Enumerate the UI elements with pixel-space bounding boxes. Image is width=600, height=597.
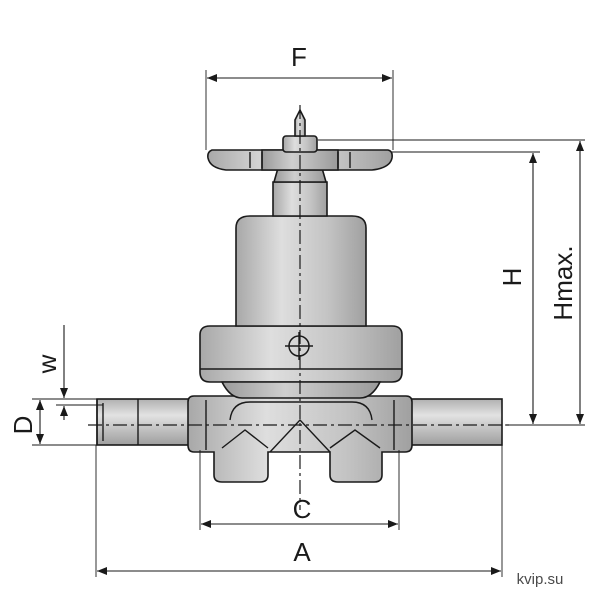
housing-chevrons: [221, 418, 381, 453]
pipe-left: [96, 398, 193, 446]
pipe-left-bevel: [96, 399, 139, 445]
label-c: C: [293, 494, 312, 524]
bonnet-upper: [235, 215, 367, 327]
bonnet-flange-neck: [220, 381, 382, 399]
dimension-h: H Hmax.: [318, 139, 585, 426]
dimension-f: F: [205, 42, 394, 150]
label-w: w: [32, 354, 62, 374]
label-h: H: [497, 268, 527, 287]
label-hmax: Hmax.: [548, 245, 578, 320]
bonnet-flange: [199, 325, 403, 383]
watermark-text: kvip.su: [517, 571, 564, 588]
label-f: F: [291, 42, 307, 72]
dimension-c: C: [199, 450, 400, 530]
handwheel-spokes: [249, 152, 351, 168]
dimension-w: w: [32, 325, 103, 420]
label-d: D: [8, 416, 38, 435]
valve-body-group: [88, 105, 510, 510]
label-a: A: [293, 537, 311, 567]
dimension-a: A: [95, 445, 503, 577]
center-mark-icon: [285, 332, 313, 360]
dimension-d: D: [8, 398, 97, 446]
pipe-right: [405, 398, 503, 446]
housing-inner-curve: [229, 401, 373, 421]
